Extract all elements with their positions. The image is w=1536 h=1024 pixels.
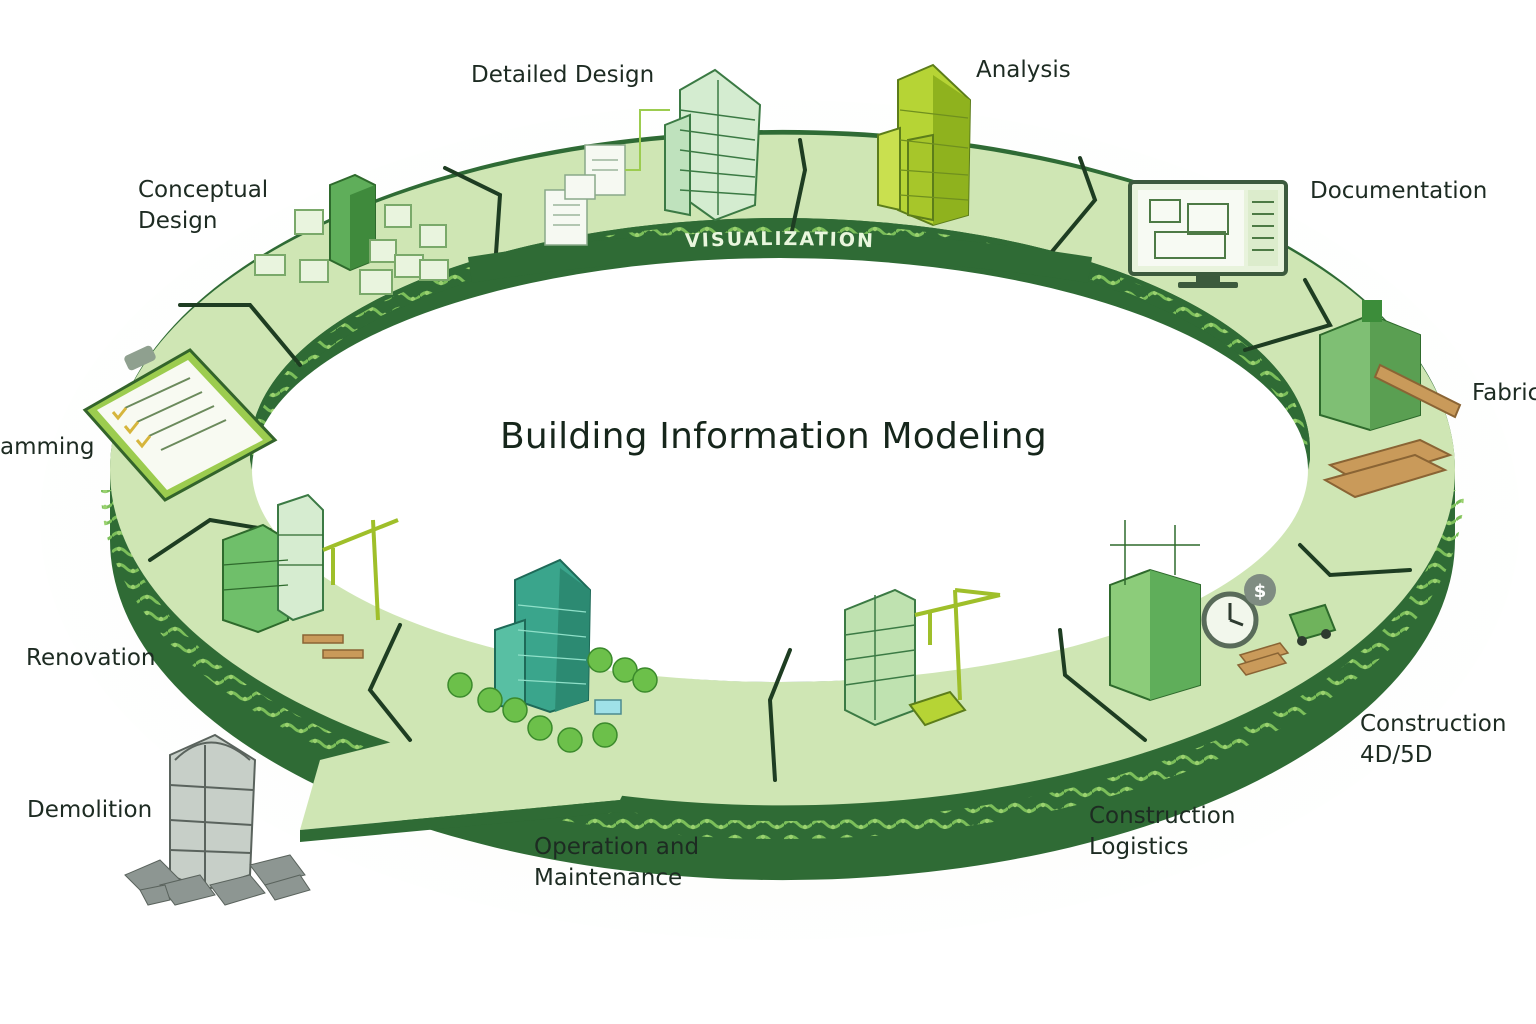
rubble-pile <box>124 854 311 906</box>
ring-tail <box>300 735 640 830</box>
label-construction-4d5d: Construction 4D/5D <box>1360 711 1507 768</box>
demolition-rubble-icon <box>124 733 311 906</box>
label-fabrication: Fabric <box>1472 380 1536 406</box>
fabrication-building-icon <box>1319 300 1462 499</box>
diagram-title: Building Information Modeling <box>500 416 1047 457</box>
truck-icon <box>1288 603 1337 646</box>
visualization-band <box>467 232 1093 283</box>
tree-cluster <box>447 647 658 753</box>
ring-tail-edge <box>300 800 620 842</box>
tower-crane <box>322 518 399 621</box>
label-documentation: Documentation <box>1310 178 1488 204</box>
clipboard-checklist-icon <box>82 345 278 502</box>
clock-cost-building-icon: $ <box>1109 520 1337 702</box>
ring-center <box>252 258 1308 682</box>
massing-blocks-icon <box>254 173 449 295</box>
label-programming: amming <box>0 434 95 460</box>
dollar-glyph: $ <box>1254 581 1267 602</box>
visualization-band-label: VISUALIZATION <box>685 228 876 252</box>
tower-park-icon <box>447 558 658 753</box>
monitor-drawing-icon <box>1128 180 1288 288</box>
tower-crane <box>914 588 1001 701</box>
renovation-crane-icon <box>222 493 399 659</box>
van-icon <box>908 690 967 727</box>
segment-dividers <box>148 138 1412 782</box>
wireframe-tower-icon <box>544 68 762 246</box>
label-conceptual-design: Conceptual Design <box>138 177 269 234</box>
label-renovation: Renovation <box>26 645 156 671</box>
ring-outer-vine <box>101 489 1464 840</box>
label-operation-maintenance: Operation and Maintenance <box>534 834 700 891</box>
label-analysis: Analysis <box>976 57 1071 83</box>
label-demolition: Demolition <box>27 797 153 823</box>
label-construction-logistics: Construction Logistics <box>1089 803 1236 860</box>
analysis-tower-icon <box>877 63 972 227</box>
crane-site-icon <box>844 588 1001 727</box>
ring-inner-vine <box>252 223 1308 456</box>
label-detailed-design: Detailed Design <box>471 62 655 88</box>
